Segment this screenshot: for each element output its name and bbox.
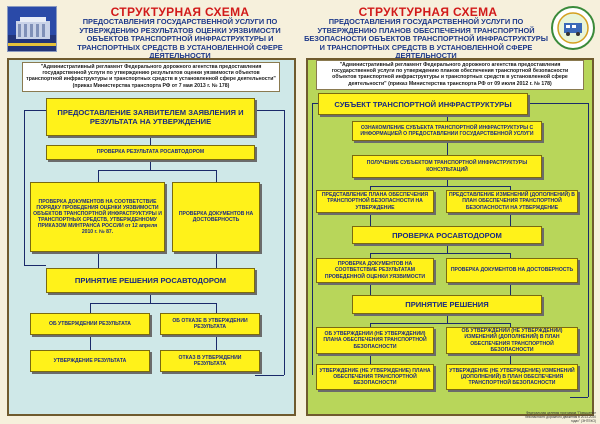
box-consultations: ПОЛУЧЕНИЕ СУБЪЕКТОМ ТРАНСПОРТНОЙ ИНФРАСТ… — [352, 155, 542, 178]
connector — [447, 314, 448, 323]
box-decision: ПРИНЯТИЕ РЕШЕНИЯ РОСАВТОДОРОМ — [46, 268, 255, 293]
right-title: СТРУКТУРНАЯ СХЕМА — [358, 5, 498, 19]
connector — [90, 303, 91, 313]
right-subtitle: ПРЕДОСТАВЛЕНИЯ ГОСУДАРСТВЕННОЙ УСЛУГИ ПО… — [304, 17, 548, 61]
connector — [150, 137, 151, 145]
box-result-refusal: ОТКАЗ В УТВЕРЖДЕНИИ РЕЗУЛЬТАТА — [160, 350, 260, 372]
connector — [150, 160, 151, 170]
box-result-check: ПРОВЕРКА РЕЗУЛЬТАТА РОСАВТОДОРОМ — [46, 145, 255, 160]
box-authenticity-check: ПРОВЕРКА ДОКУМЕНТОВ НА ДОСТОВЕРНОСТЬ — [172, 182, 260, 252]
box-plan-approval: УТВЕРЖДЕНИЕ (НЕ УТВЕРЖДЕНИЕ) ПЛАНА ОБЕСП… — [316, 364, 434, 390]
connector — [312, 103, 318, 104]
box-submit-application: ПРЕДОСТАВЛЕНИЕ ЗАЯВИТЕЛЕМ ЗАЯВЛЕНИЯ И РЕ… — [46, 98, 255, 136]
right-regulation: "Административный регламент Федерального… — [316, 60, 584, 90]
box-rosavtodor-check: ПРОВЕРКА РОСАВТОДОРОМ — [352, 226, 542, 244]
connector — [90, 303, 216, 304]
connector — [255, 375, 284, 376]
connector — [216, 170, 217, 182]
left-regulation: "Административный регламент Федерального… — [22, 62, 280, 92]
connector — [447, 244, 448, 253]
connector — [370, 323, 371, 327]
box-changes-approval: УТВЕРЖДЕНИЕ (НЕ УТВЕРЖДЕНИЕ) ИЗМЕНЕНИЙ (… — [446, 364, 578, 390]
connector — [150, 293, 151, 303]
connector — [216, 252, 217, 268]
connector — [312, 103, 313, 375]
connector — [447, 115, 448, 121]
connector — [284, 110, 285, 375]
connector — [370, 213, 371, 226]
box-decision: ПРИНЯТИЕ РЕШЕНИЯ — [352, 295, 542, 314]
connector — [528, 103, 588, 104]
emblem-logo-icon — [550, 4, 596, 52]
connector — [370, 186, 510, 187]
connector — [370, 186, 371, 190]
connector — [24, 110, 25, 265]
box-infrastructure-subject: СУБЪЕКТ ТРАНСПОРТНОЙ ИНФРАСТРУКТУРЫ — [318, 93, 528, 115]
connector — [98, 170, 216, 171]
connector — [370, 323, 510, 324]
connector — [447, 141, 448, 155]
connector — [570, 397, 588, 398]
connector — [510, 354, 511, 364]
left-title: СТРУКТУРНАЯ СХЕМА — [110, 5, 250, 19]
building-logo-icon — [7, 6, 57, 52]
box-result-approval: УТВЕРЖДЕНИЕ РЕЗУЛЬТАТА — [30, 350, 150, 372]
connector — [588, 103, 589, 397]
connector — [98, 252, 99, 268]
connector — [370, 253, 371, 258]
connector — [447, 178, 448, 186]
connector — [90, 335, 91, 350]
connector — [216, 303, 217, 313]
box-plan-decision: ОБ УТВЕРЖДЕНИИ (НЕ УТВЕРЖДЕНИИ) ПЛАНА ОБ… — [316, 327, 434, 354]
box-procedure-compliance-check: ПРОВЕРКА ДОКУМЕНТОВ НА СООТВЕТСТВИЕ ПОРЯ… — [30, 182, 165, 252]
connector — [370, 354, 371, 364]
connector — [216, 335, 217, 350]
box-changes-decision: ОБ УТВЕРЖДЕНИИ (НЕ УТВЕРЖДЕНИИ) ИЗМЕНЕНИ… — [446, 327, 578, 354]
box-vulnerability-compliance-check: ПРОВЕРКА ДОКУМЕНТОВ НА СООТВЕТСТВИЕ РЕЗУ… — [316, 258, 434, 283]
box-approval-decision: ОБ УТВЕРЖДЕНИИ РЕЗУЛЬТАТА — [30, 313, 150, 335]
connector — [370, 283, 371, 295]
box-familiarization: ОЗНАКОМЛЕНИЕ СУБЪЕКТА ТРАНСПОРТНОЙ ИНФРА… — [352, 121, 542, 141]
connector — [98, 170, 99, 182]
connector — [510, 186, 511, 190]
connector — [24, 265, 46, 266]
box-plan-submission: ПРЕДСТАВЛЕНИЕ ПЛАНА ОБЕСПЕЧЕНИЯ ТРАНСПОР… — [316, 190, 434, 213]
connector — [24, 110, 46, 111]
left-subtitle: ПРЕДОСТАВЛЕНИЯ ГОСУДАРСТВЕННОЙ УСЛУГИ ПО… — [77, 17, 283, 61]
connector — [510, 253, 511, 258]
connector — [510, 323, 511, 327]
footer-note: Федеральная целевая программа "Повышение… — [525, 411, 596, 423]
connector — [510, 213, 511, 226]
box-authenticity-check: ПРОВЕРКА ДОКУМЕНТОВ НА ДОСТОВЕРНОСТЬ — [446, 258, 578, 283]
connector — [370, 253, 510, 254]
connector — [510, 283, 511, 295]
connector — [255, 110, 284, 111]
box-changes-submission: ПРЕДСТАВЛЕНИЕ ИЗМЕНЕНИЙ (ДОПОЛНЕНИЙ) В П… — [446, 190, 578, 213]
box-refusal-decision: ОБ ОТКАЗЕ В УТВЕРЖДЕНИИ РЕЗУЛЬТАТА — [160, 313, 260, 335]
